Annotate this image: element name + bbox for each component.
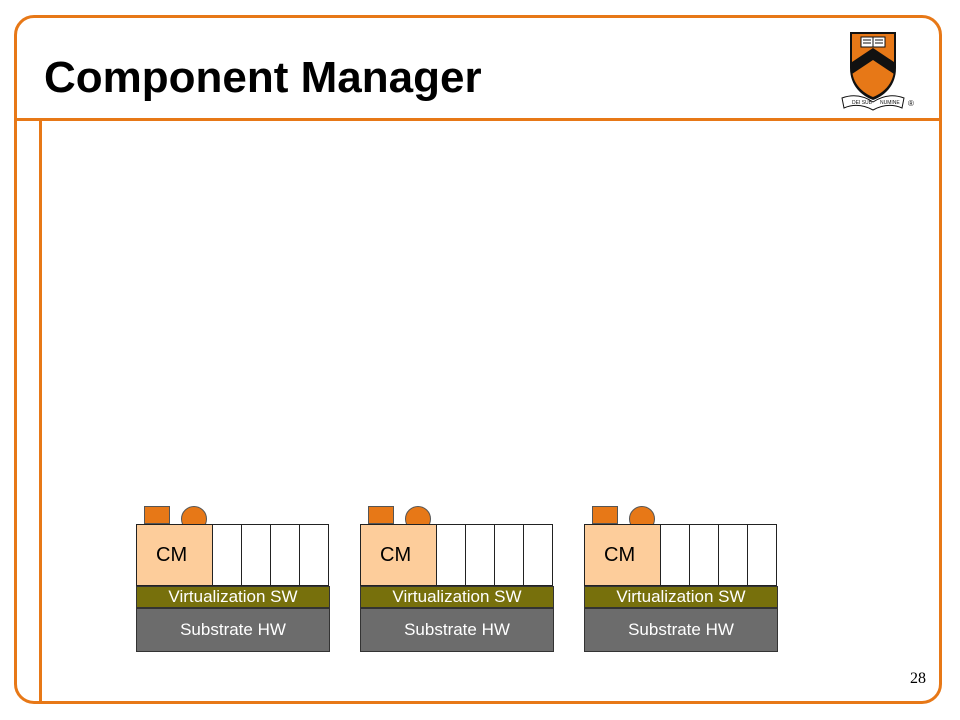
- empty-slot: [689, 524, 719, 586]
- virtualization-layer: Virtualization SW: [360, 586, 554, 608]
- substrate-layer: Substrate HW: [136, 608, 330, 652]
- empty-slot: [660, 524, 690, 586]
- empty-slot: [436, 524, 466, 586]
- cm-slot: CM: [360, 524, 437, 586]
- empty-slot: [299, 524, 329, 586]
- slot-row: CM: [136, 524, 330, 586]
- virtualization-layer: Virtualization SW: [136, 586, 330, 608]
- cm-slot: CM: [584, 524, 661, 586]
- machine-stack: CM Virtualization SW Substrate HW: [584, 506, 778, 652]
- slide-frame: [14, 15, 942, 704]
- svg-text:DEI SUB: DEI SUB: [852, 100, 873, 106]
- empty-slot: [212, 524, 242, 586]
- component-tab-icon: [592, 506, 618, 524]
- component-tab-icon: [368, 506, 394, 524]
- svg-text:®: ®: [908, 99, 914, 108]
- empty-slot: [270, 524, 300, 586]
- page-number: 28: [910, 670, 926, 687]
- left-accent-rule: [39, 118, 42, 704]
- slot-row: CM: [360, 524, 554, 586]
- substrate-layer: Substrate HW: [360, 608, 554, 652]
- svg-text:NUMINE: NUMINE: [880, 100, 900, 106]
- empty-slot: [241, 524, 271, 586]
- empty-slot: [747, 524, 777, 586]
- empty-slot: [718, 524, 748, 586]
- substrate-layer: Substrate HW: [584, 608, 778, 652]
- title-divider: [14, 118, 942, 121]
- empty-slot: [465, 524, 495, 586]
- component-tab-icon: [144, 506, 170, 524]
- machine-stack: CM Virtualization SW Substrate HW: [360, 506, 554, 652]
- virtualization-layer: Virtualization SW: [584, 586, 778, 608]
- empty-slot: [494, 524, 524, 586]
- machine-stack: CM Virtualization SW Substrate HW: [136, 506, 330, 652]
- university-shield-logo: DEI SUB NUMINE ®: [840, 28, 922, 119]
- cm-slot: CM: [136, 524, 213, 586]
- slide-title: Component Manager: [44, 53, 482, 102]
- empty-slot: [523, 524, 553, 586]
- slot-row: CM: [584, 524, 778, 586]
